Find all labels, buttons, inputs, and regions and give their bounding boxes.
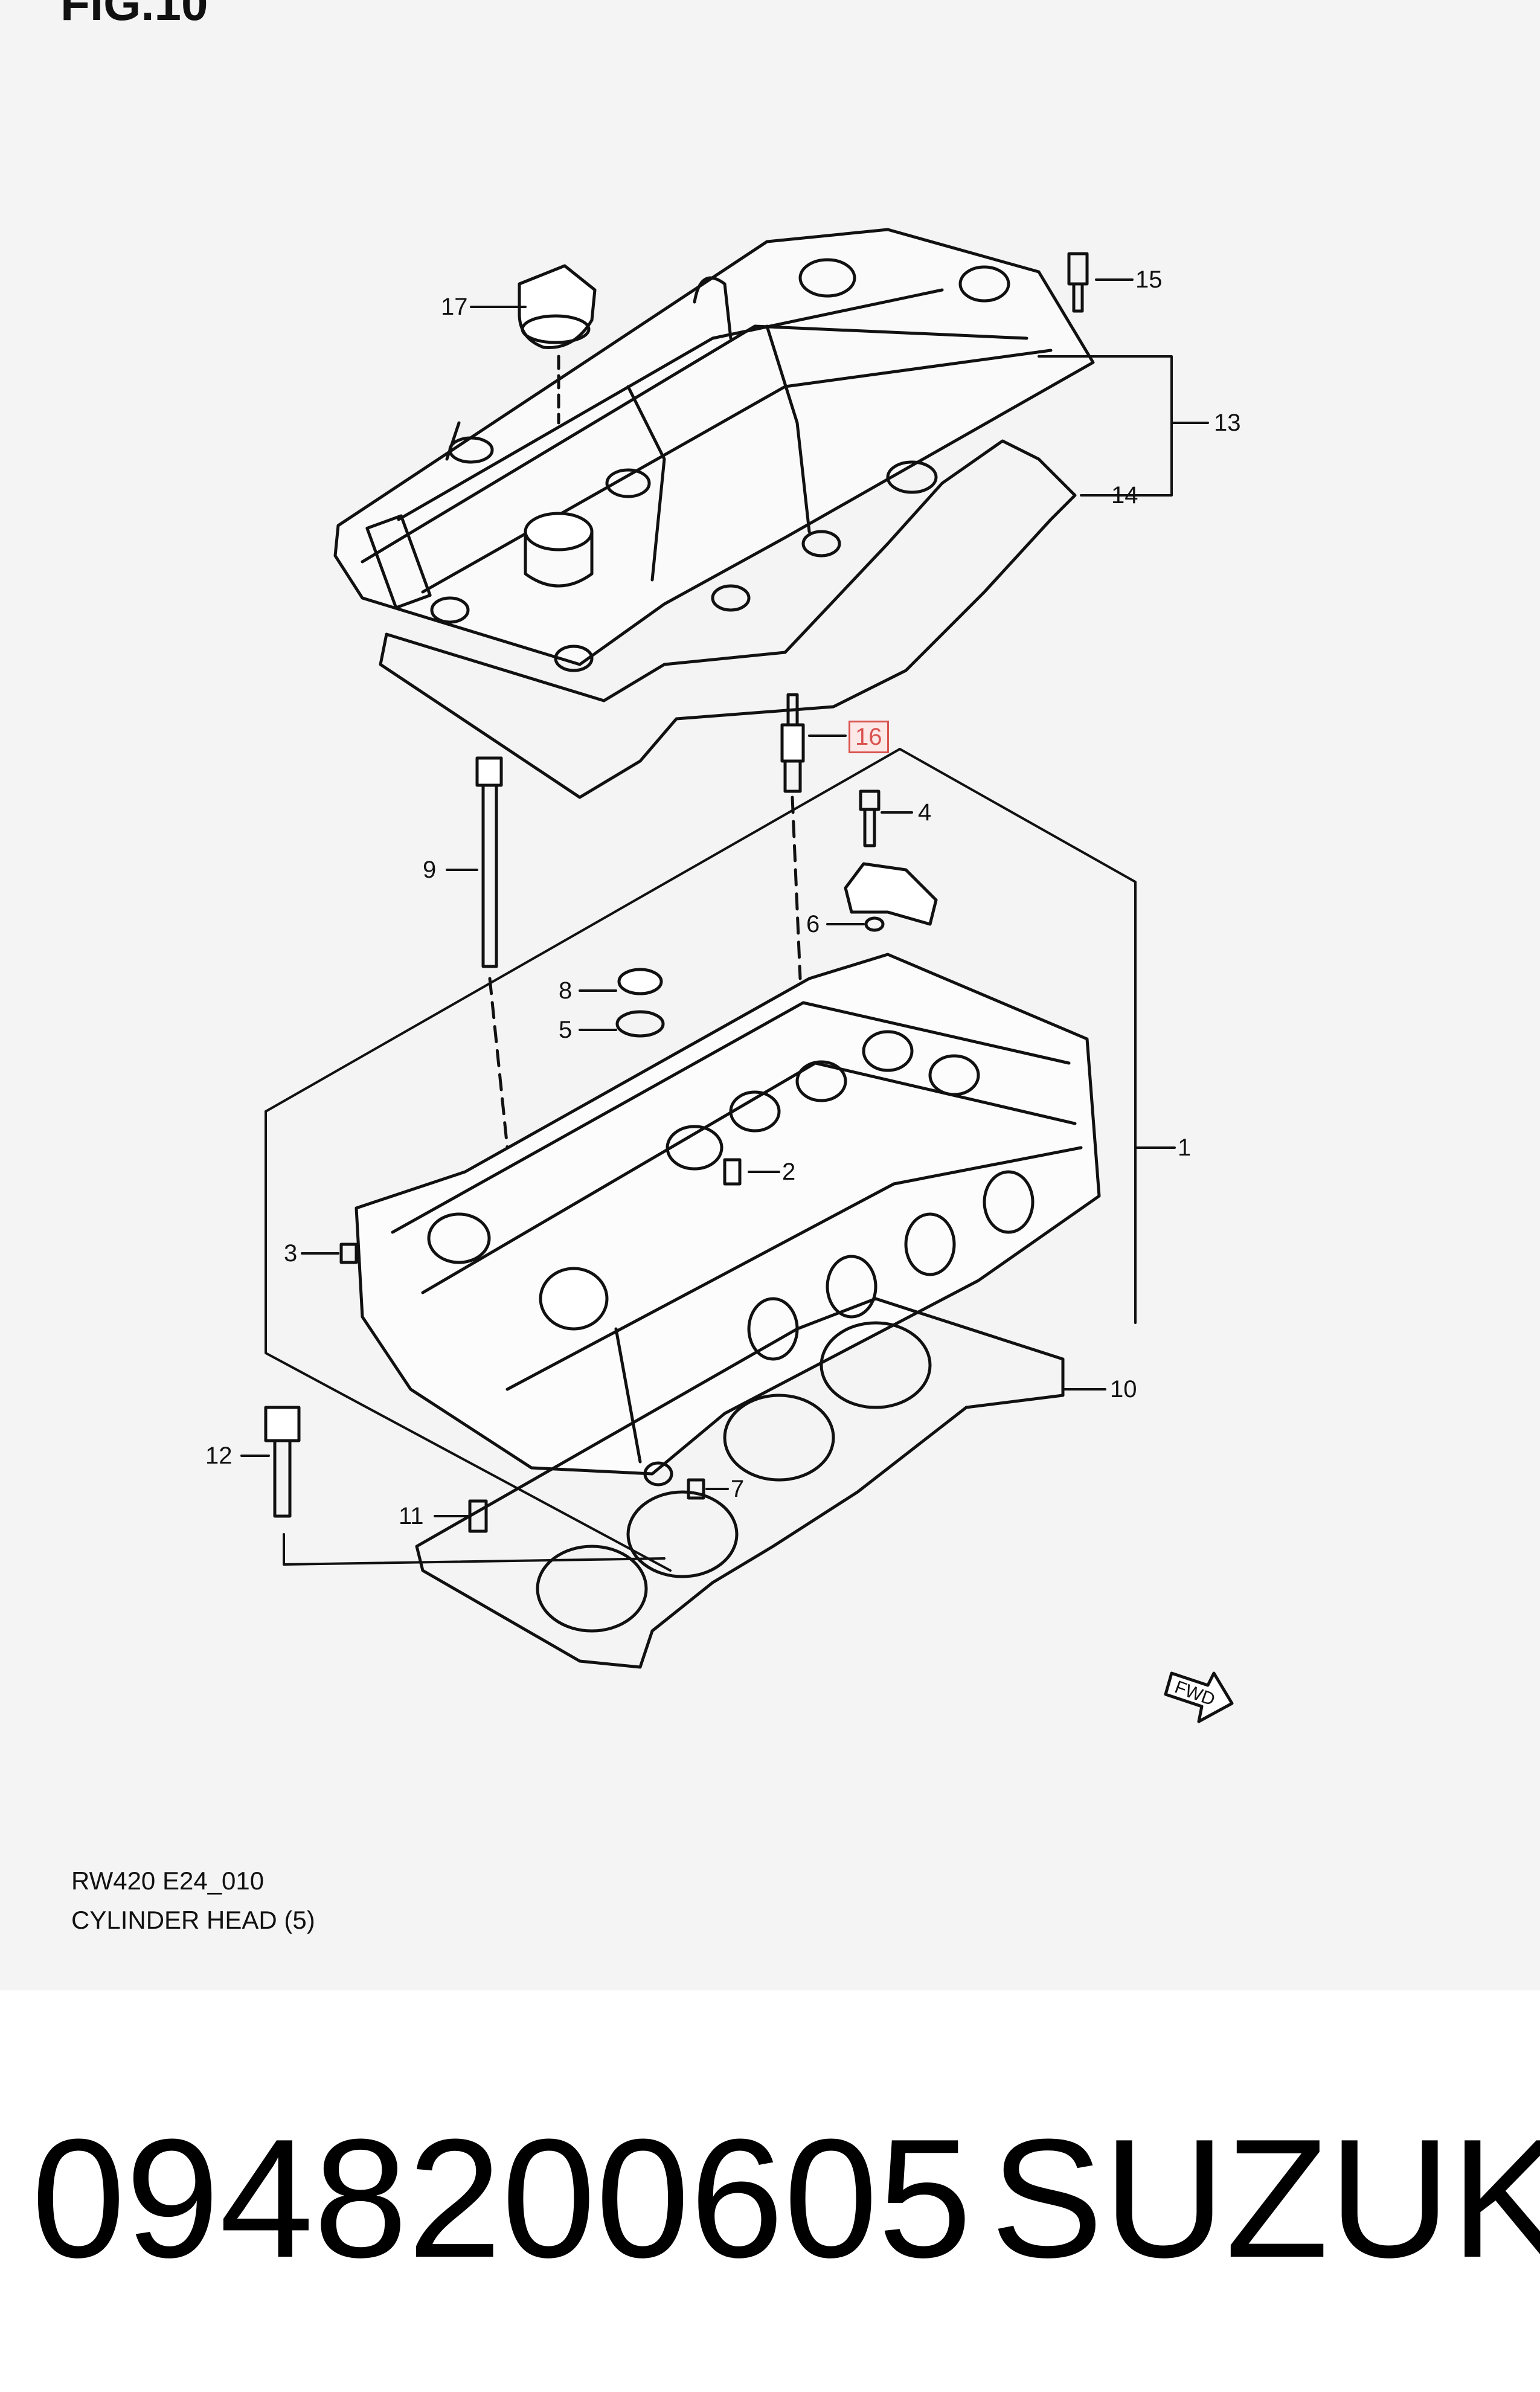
part-number: 0948200605 <box>31 2104 972 2293</box>
callout-12: 12 <box>205 1442 233 1469</box>
callout-11: 11 <box>399 1503 424 1529</box>
callout-4: 4 <box>918 799 932 826</box>
callout-14: 14 <box>1111 482 1138 509</box>
head-gasket-drawing <box>415 1297 1065 1669</box>
callout-1: 1 <box>1178 1134 1192 1161</box>
brand-name: SUZUKI <box>990 2104 1540 2293</box>
callout-13: 13 <box>1214 410 1241 436</box>
fwd-arrow-icon: FWD <box>1164 1671 1234 1723</box>
leader-lines <box>240 278 1209 1517</box>
head-bolt-9-drawing <box>475 756 509 1149</box>
callout-6: 6 <box>806 911 820 937</box>
oil-cap-drawing <box>518 264 597 425</box>
callout-9: 9 <box>423 857 437 883</box>
cylinder-head-exploded-diagram: FWD <box>240 228 1234 1723</box>
callout-5: 5 <box>559 1017 573 1043</box>
camshaft-cap-drawing <box>844 862 938 926</box>
callout-3: 3 <box>284 1240 298 1267</box>
callout-7: 7 <box>731 1476 745 1502</box>
dowel-11-drawing <box>468 1499 488 1533</box>
callout-10: 10 <box>1110 1376 1137 1403</box>
callout-16-highlighted[interactable]: 16 <box>849 721 889 753</box>
callout-17: 17 <box>441 294 468 320</box>
stud-7-drawing <box>687 1478 705 1500</box>
seal-8-drawing <box>617 968 663 995</box>
cylinder-head-drawing <box>355 953 1101 1487</box>
spark-plug-drawing <box>780 693 805 980</box>
footer-bar <box>0 1990 1540 2392</box>
bolt-2-drawing <box>723 1158 742 1186</box>
callout-8: 8 <box>559 977 573 1004</box>
figure-code: RW420 E24_010 <box>71 1866 265 1895</box>
washer-5-drawing <box>615 1010 665 1038</box>
valve-cover-gasket-drawing <box>379 439 1077 799</box>
callout-15: 15 <box>1135 266 1163 293</box>
figure-title: FIG.10 <box>60 0 208 30</box>
valve-cover-drawing <box>333 228 1095 672</box>
dowel-6-drawing <box>864 916 885 932</box>
figure-name: CYLINDER HEAD (5) <box>71 1906 315 1934</box>
assembly-frame-lines <box>265 748 1137 1572</box>
bolt-4-drawing <box>859 789 881 847</box>
bolt-15-drawing <box>1067 252 1089 313</box>
callout-2: 2 <box>782 1159 796 1185</box>
plug-3-drawing <box>339 1243 358 1264</box>
head-bolt-12-drawing <box>264 1406 301 1518</box>
